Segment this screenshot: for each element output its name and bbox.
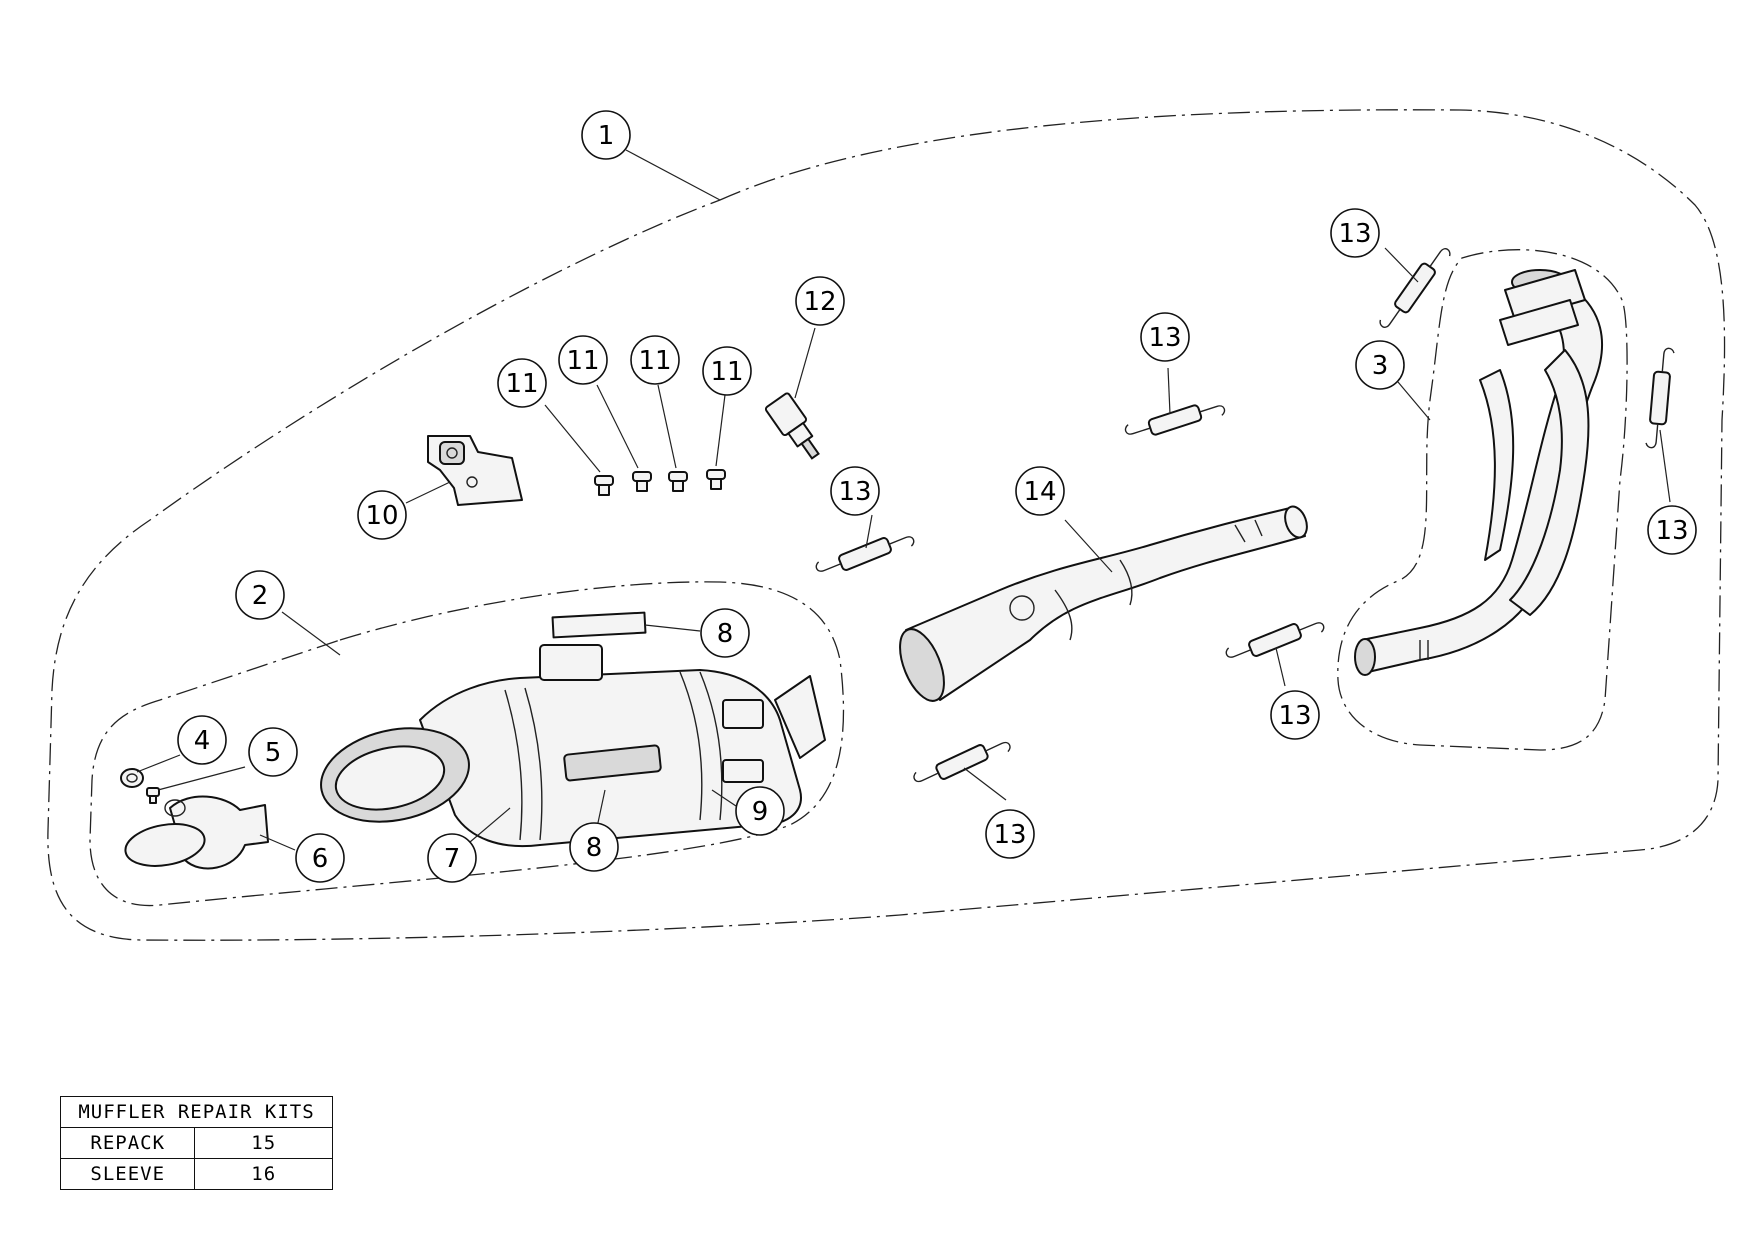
callout-label: 12: [803, 287, 836, 317]
callout-label: 7: [444, 844, 461, 874]
callout-label: 4: [194, 726, 211, 756]
header-part: [1354, 269, 1603, 676]
callout: 11: [558, 335, 608, 385]
kit-number: 15: [194, 1127, 333, 1159]
table-row: REPACK 15: [59, 1127, 333, 1159]
callout-label: 13: [838, 477, 871, 507]
heat-shield-part: [551, 611, 647, 639]
callout-label: 13: [1148, 323, 1181, 353]
callout: 13: [1330, 208, 1380, 258]
kit-name: REPACK: [59, 1127, 196, 1159]
link-pipe-part: [899, 505, 1308, 702]
callout: 8: [700, 608, 750, 658]
callout: 7: [427, 833, 477, 883]
callout-label: 8: [717, 619, 734, 649]
system-group-outline: [47, 109, 1726, 941]
callout: 14: [1015, 466, 1065, 516]
callout: 8: [569, 822, 619, 872]
callout: 5: [248, 727, 298, 777]
screw-parts: [594, 469, 726, 496]
callout-label: 3: [1372, 351, 1389, 381]
callout: 6: [295, 833, 345, 883]
bolt-part: [146, 787, 160, 804]
muffler-group-outline: [89, 581, 845, 907]
callout-label: 14: [1023, 477, 1056, 507]
callout-label: 5: [265, 738, 282, 768]
callout: 4: [177, 715, 227, 765]
table-header-row: MUFFLER REPAIR KITS: [60, 1096, 333, 1128]
callout: 13: [830, 466, 880, 516]
callout: 3: [1355, 340, 1405, 390]
muffler-repair-kits-table: MUFFLER REPAIR KITS REPACK 15 SLEEVE 16: [59, 1096, 333, 1190]
callout: 11: [630, 335, 680, 385]
callout: 11: [702, 346, 752, 396]
callout-label: 11: [505, 369, 538, 399]
callout: 9: [735, 786, 785, 836]
callout: 10: [357, 490, 407, 540]
header-group-outline: [1337, 249, 1628, 751]
callout-label: 11: [638, 346, 671, 376]
callout: 12: [795, 276, 845, 326]
callout: 13: [1647, 505, 1697, 555]
leader-lines: [136, 149, 1671, 851]
callout: 1: [581, 110, 631, 160]
callout-label: 13: [1338, 219, 1371, 249]
callout-label: 1: [598, 121, 615, 151]
callout: 11: [497, 358, 547, 408]
end-cap-part: [124, 795, 269, 870]
muffler-part: [320, 644, 826, 848]
callout-label: 9: [752, 797, 769, 827]
table-row: SLEEVE 16: [59, 1158, 333, 1190]
callout: 13: [1140, 312, 1190, 362]
callout-label: 13: [993, 820, 1026, 850]
callout-label: 13: [1278, 701, 1311, 731]
callout-label: 11: [710, 357, 743, 387]
callout-label: 2: [252, 581, 269, 611]
nut-part: [120, 768, 144, 788]
callout-label: 10: [365, 501, 398, 531]
callout: 13: [1270, 690, 1320, 740]
kit-name: SLEEVE: [59, 1158, 196, 1190]
table-title: MUFFLER REPAIR KITS: [60, 1096, 333, 1128]
callout-label: 8: [586, 833, 603, 863]
callout-label: 6: [312, 844, 329, 874]
sensor-plug-part: [764, 392, 820, 460]
callout: 2: [235, 570, 285, 620]
callout-label: 13: [1655, 516, 1688, 546]
kit-number: 16: [194, 1158, 333, 1190]
spring-parts: [815, 248, 1675, 783]
callout-label: 11: [566, 346, 599, 376]
bracket-part: [427, 435, 523, 506]
callout: 13: [985, 809, 1035, 859]
